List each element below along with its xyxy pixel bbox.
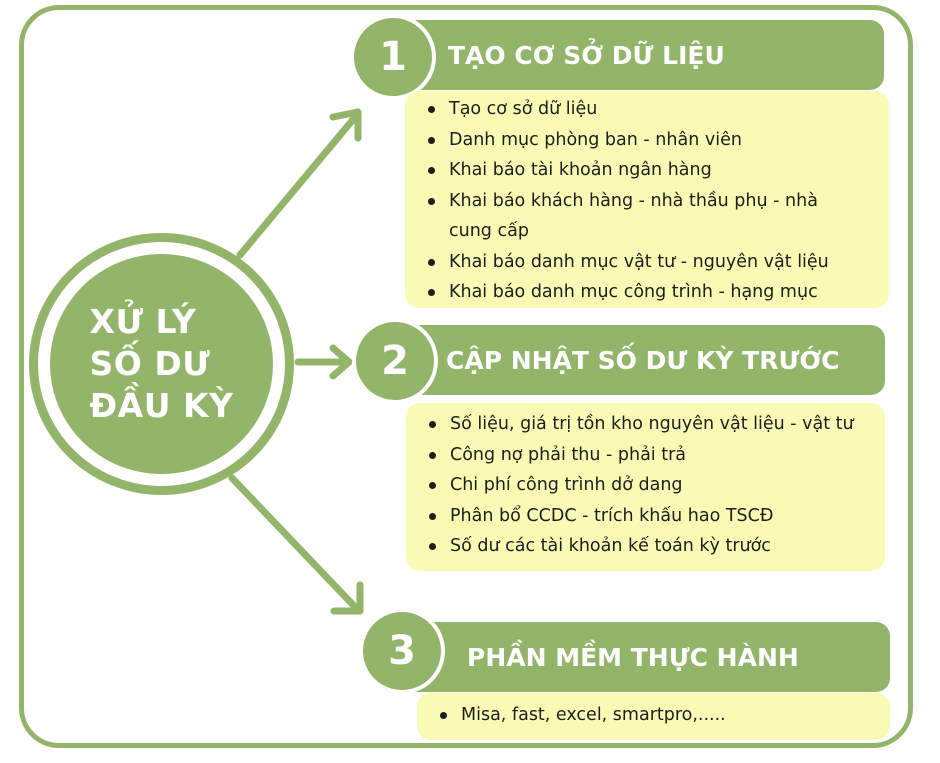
list-item: Khai báo tài khoản ngân hàng — [428, 155, 889, 186]
arrow-head-2 — [329, 344, 353, 380]
list-item: Khai báo danh mục vật tư - nguyên vật li… — [428, 247, 889, 278]
section-2-title: CẬP NHẬT SỐ DƯ KỲ TRƯỚC — [446, 345, 840, 375]
section-2-number-badge: 2 — [352, 318, 438, 404]
list-item: Chi phí công trình dở dang — [429, 470, 885, 501]
list-item: Danh mục phòng ban - nhân viên — [428, 125, 889, 156]
list-item: Misa, fast, excel, smartpro,..... — [440, 700, 890, 731]
section-3-header: PHẦN MỀM THỰC HÀNH — [385, 622, 890, 692]
arrow-head-3 — [330, 581, 364, 615]
section-3-number-badge: 3 — [359, 608, 445, 694]
list-item: Số dư các tài khoản kế toán kỳ trước — [429, 531, 885, 562]
section-1-title: TẠO CƠ SỞ DỮ LIỆU — [448, 40, 725, 70]
list-item: Số liệu, giá trị tồn kho nguyên vật liệu… — [429, 409, 885, 440]
section-1-number-badge: 1 — [350, 14, 436, 100]
hub-title: XỬ LÝ SỐ DƯ ĐẦU KỲ — [89, 302, 234, 425]
list-item: Công nợ phải thu - phải trả — [429, 440, 885, 471]
section-3-panel: Misa, fast, excel, smartpro,..... — [417, 693, 890, 740]
arrow-to-section-1 — [236, 112, 360, 259]
section-1-panel: Tạo cơ sở dữ liệu Danh mục phòng ban - n… — [405, 91, 889, 308]
section-1-header: TẠO CƠ SỞ DỮ LIỆU — [370, 20, 884, 90]
section-2-list: Số liệu, giá trị tồn kho nguyên vật liệu… — [406, 409, 885, 562]
arrow-to-section-3 — [228, 474, 360, 612]
section-2-header: CẬP NHẬT SỐ DƯ KỲ TRƯỚC — [380, 325, 885, 395]
list-item: Khai báo khách hàng - nhà thầu phụ - nhà… — [428, 186, 889, 247]
outer-frame — [19, 5, 913, 748]
section-2-panel: Số liệu, giá trị tồn kho nguyên vật liệu… — [406, 403, 885, 571]
section-1-list: Tạo cơ sở dữ liệu Danh mục phòng ban - n… — [405, 94, 889, 308]
section-1-number: 1 — [379, 34, 407, 80]
section-3-title: PHẦN MỀM THỰC HÀNH — [467, 642, 799, 672]
list-item: Khai báo danh mục công trình - hạng mục — [428, 277, 889, 308]
arrow-head-1 — [329, 108, 362, 142]
hub-circle: XỬ LÝ SỐ DƯ ĐẦU KỲ — [50, 254, 273, 474]
section-2-number: 2 — [381, 338, 409, 384]
section-3-number: 3 — [388, 628, 416, 674]
section-3-list: Misa, fast, excel, smartpro,..... — [417, 700, 890, 731]
list-item: Phân bổ CCDC - trích khấu hao TSCĐ — [429, 501, 885, 532]
list-item: Tạo cơ sở dữ liệu — [428, 94, 889, 125]
